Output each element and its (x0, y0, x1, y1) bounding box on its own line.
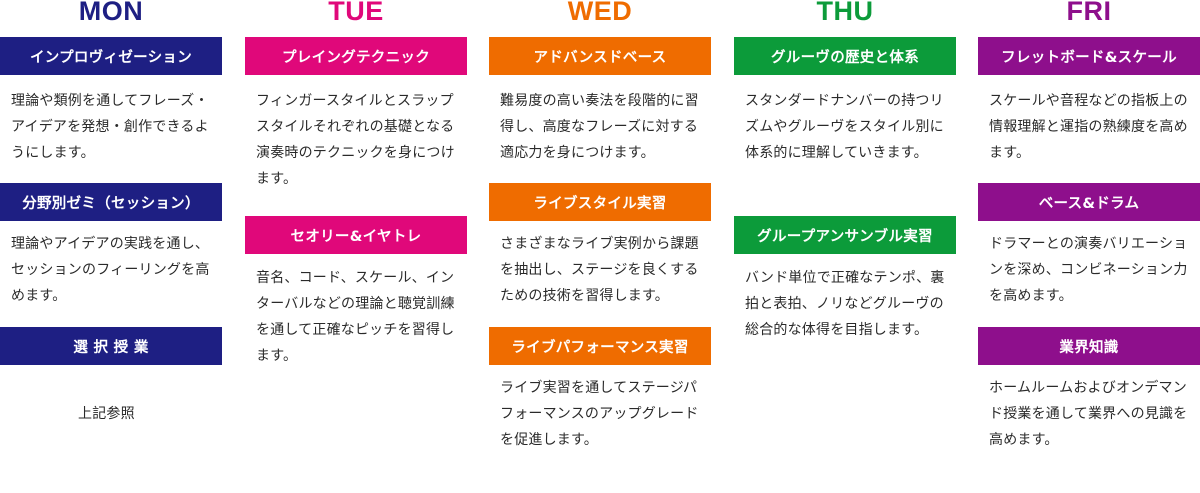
session-title: グルーヴの歴史と体系 (734, 37, 956, 75)
session-title: ライブスタイル実習 (489, 183, 711, 221)
column-tuesday: TUE プレイングテクニック フィンガースタイルとスラップスタイルそれぞれの基礎… (245, 0, 467, 364)
session-title: プレイングテクニック (245, 37, 467, 75)
session-description: フィンガースタイルとスラップスタイルそれぞれの基礎となる演奏時のテクニックを身に… (256, 93, 455, 187)
session-title: セオリー&イヤトレ (245, 216, 467, 254)
column-monday: MON インプロヴィゼーション 理論や類例を通してフレーズ・アイデアを発想・創作… (0, 0, 222, 422)
session-title: グループアンサンブル実習 (734, 216, 956, 254)
day-heading-thursday: THU (816, 0, 874, 26)
session-description: スケールや音程などの指板上の情報理解と運指の熟練度を高めます。 (989, 93, 1188, 161)
session-description: スタンダードナンバーの持つリズムやグルーヴをスタイル別に体系的に理解していきます… (745, 93, 944, 161)
session-title: アドバンスドベース (489, 37, 711, 75)
session-description: 理論やアイデアの実践を通し、セッションのフィーリングを高めます。 (11, 236, 210, 304)
session-title: フレットボード&スケール (978, 37, 1200, 75)
session-title: 選 択 授 業 (0, 327, 222, 365)
session-description: 難易度の高い奏法を段階的に習得し、高度なフレーズに対する適応力を身につけます。 (500, 93, 699, 161)
column-thursday: THU グルーヴの歴史と体系 スタンダードナンバーの持つリズムやグルーヴをスタイ… (734, 0, 956, 338)
session-description: 理論や類例を通してフレーズ・アイデアを発想・創作できるようにします。 (11, 93, 209, 161)
day-heading-tuesday: TUE (328, 0, 384, 26)
session-description: 音名、コード、スケール、インターバルなどの理論と聴覚訓練を通して正確なピッチを習… (256, 270, 455, 364)
session-description: 上記参照 (78, 406, 135, 422)
column-wednesday: WED アドバンスドベース 難易度の高い奏法を段階的に習得し、高度なフレーズに対… (489, 0, 711, 448)
session-title: 分野別ゼミ（セッション） (0, 183, 222, 221)
day-heading-wednesday: WED (567, 0, 633, 26)
day-heading-monday: MON (78, 0, 144, 26)
session-description: ホームルームおよびオンデマンド授業を通して業界への見識を高めます。 (989, 380, 1188, 448)
session-description: バンド単位で正確なテンポ、裏拍と表拍、ノリなどグルーヴの総合的な体得を目指します… (745, 270, 945, 338)
session-description: さまざまなライブ実例から課題を抽出し、ステージを良くするための技術を習得します。 (500, 236, 699, 304)
session-description: ドラマーとの演奏バリエーションを深め、コンビネーション力を高めます。 (989, 236, 1188, 304)
session-title: ライブパフォーマンス実習 (489, 327, 711, 365)
session-title: インプロヴィゼーション (0, 37, 222, 75)
session-title: ベース&ドラム (978, 183, 1200, 221)
session-description: ライブ実習を通してステージパフォーマンスのアップグレードを促進します。 (500, 380, 699, 448)
session-title: 業界知識 (978, 327, 1200, 365)
column-friday: FRI フレットボード&スケール スケールや音程などの指板上の情報理解と運指の熟… (978, 0, 1200, 448)
day-heading-friday: FRI (1066, 0, 1112, 26)
